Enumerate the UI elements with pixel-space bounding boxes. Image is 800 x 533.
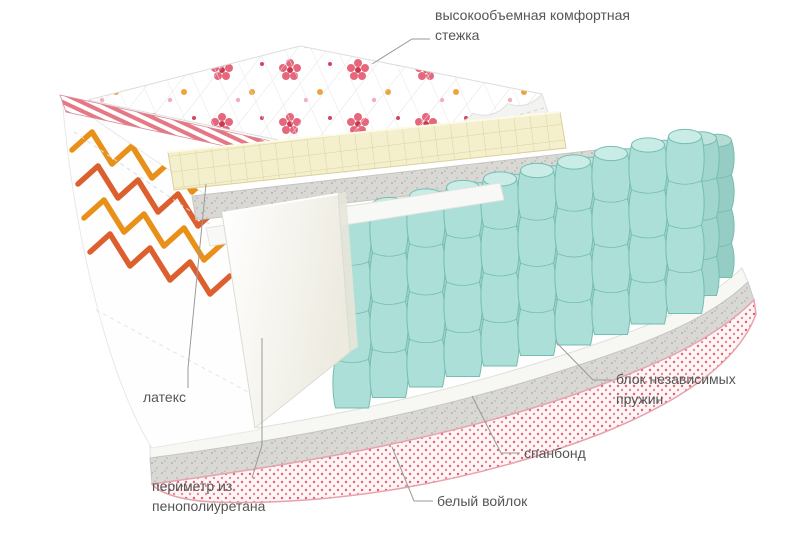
pocket-spring [554,154,594,346]
foam-top-highlight [221,193,339,214]
pocket-spring [480,171,520,367]
pocket-spring [369,196,409,398]
mattress-base [149,267,757,504]
leader-lines [187,38,612,502]
latex-highlight [167,111,561,153]
leader-spunbond [471,395,520,454]
foam-side-shade [338,191,358,352]
side-panel-zigzag [69,129,233,297]
leader-springs [555,341,612,381]
side-panel [61,95,259,449]
side-panel-stitch [73,131,237,243]
pocket-spring [517,162,557,356]
pocket-spring [665,128,705,314]
leader-latex [187,183,207,388]
leader-white-felt [391,446,433,502]
latex-layer [167,111,567,191]
pocket-spring [628,137,668,325]
bottom-mesh-rim [150,298,757,504]
leader-perimeter [251,338,263,479]
pocket-spring [443,179,483,377]
foam-perimeter-block [221,191,358,429]
leader-quilt [371,38,430,65]
pocket-spring [406,188,446,388]
spring-block [332,128,735,409]
pocket-spring [591,145,631,335]
